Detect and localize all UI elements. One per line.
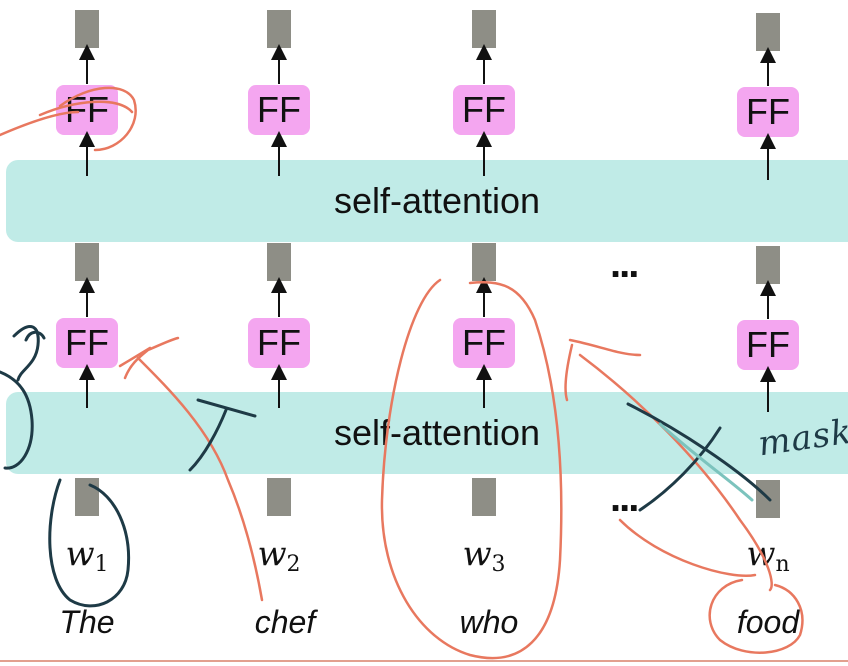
middle-vector-1: [75, 243, 99, 281]
dark-ink: [0, 325, 772, 608]
middle-vector-2: [267, 243, 291, 281]
token-label-1: w1: [65, 534, 109, 577]
token-label-3: w3: [462, 534, 506, 577]
bottom-divider-line: [0, 660, 848, 662]
bottom-ff-box-3: FF: [453, 318, 515, 368]
top-output-vector-n: [756, 13, 780, 51]
top-ff-box-3: FF: [453, 85, 515, 135]
input-vector-1: [75, 478, 99, 516]
arrows: [79, 44, 776, 412]
top-output-vector-2: [267, 10, 291, 48]
input-vector-2: [267, 478, 291, 516]
word-food: food: [736, 604, 800, 640]
bottom-ff-box-1: FF: [56, 318, 118, 368]
middle-vector-3: [472, 243, 496, 281]
top-output-vector-3: [472, 10, 496, 48]
top-ff-box-2: FF: [248, 85, 310, 135]
word-who: who: [459, 604, 519, 640]
input-vector-3: [472, 478, 496, 516]
bottom-self-attention-layer: self-attention: [6, 392, 848, 474]
middle-vector-n: [756, 246, 780, 284]
top-output-vector-1: [75, 10, 99, 48]
orange-ink: [0, 86, 804, 660]
bottom-ff-box-2: FF: [248, 318, 310, 368]
top-self-attention-label: self-attention: [333, 180, 541, 221]
bottom-ff-box-n: FF: [737, 320, 799, 370]
bottom-self-attention-label: self-attention: [333, 412, 541, 453]
word-the: The: [59, 604, 115, 640]
teal-ink: [658, 422, 754, 502]
word-chef: chef: [254, 604, 316, 640]
top-ff-box-n: FF: [737, 87, 799, 137]
token-label-2: w2: [257, 534, 301, 577]
bottom-ellipsis: ...: [610, 476, 639, 520]
top-ff-box-1: FF: [56, 85, 118, 135]
middle-ellipsis: ...: [610, 242, 639, 286]
top-self-attention-layer: self-attention: [6, 160, 848, 242]
